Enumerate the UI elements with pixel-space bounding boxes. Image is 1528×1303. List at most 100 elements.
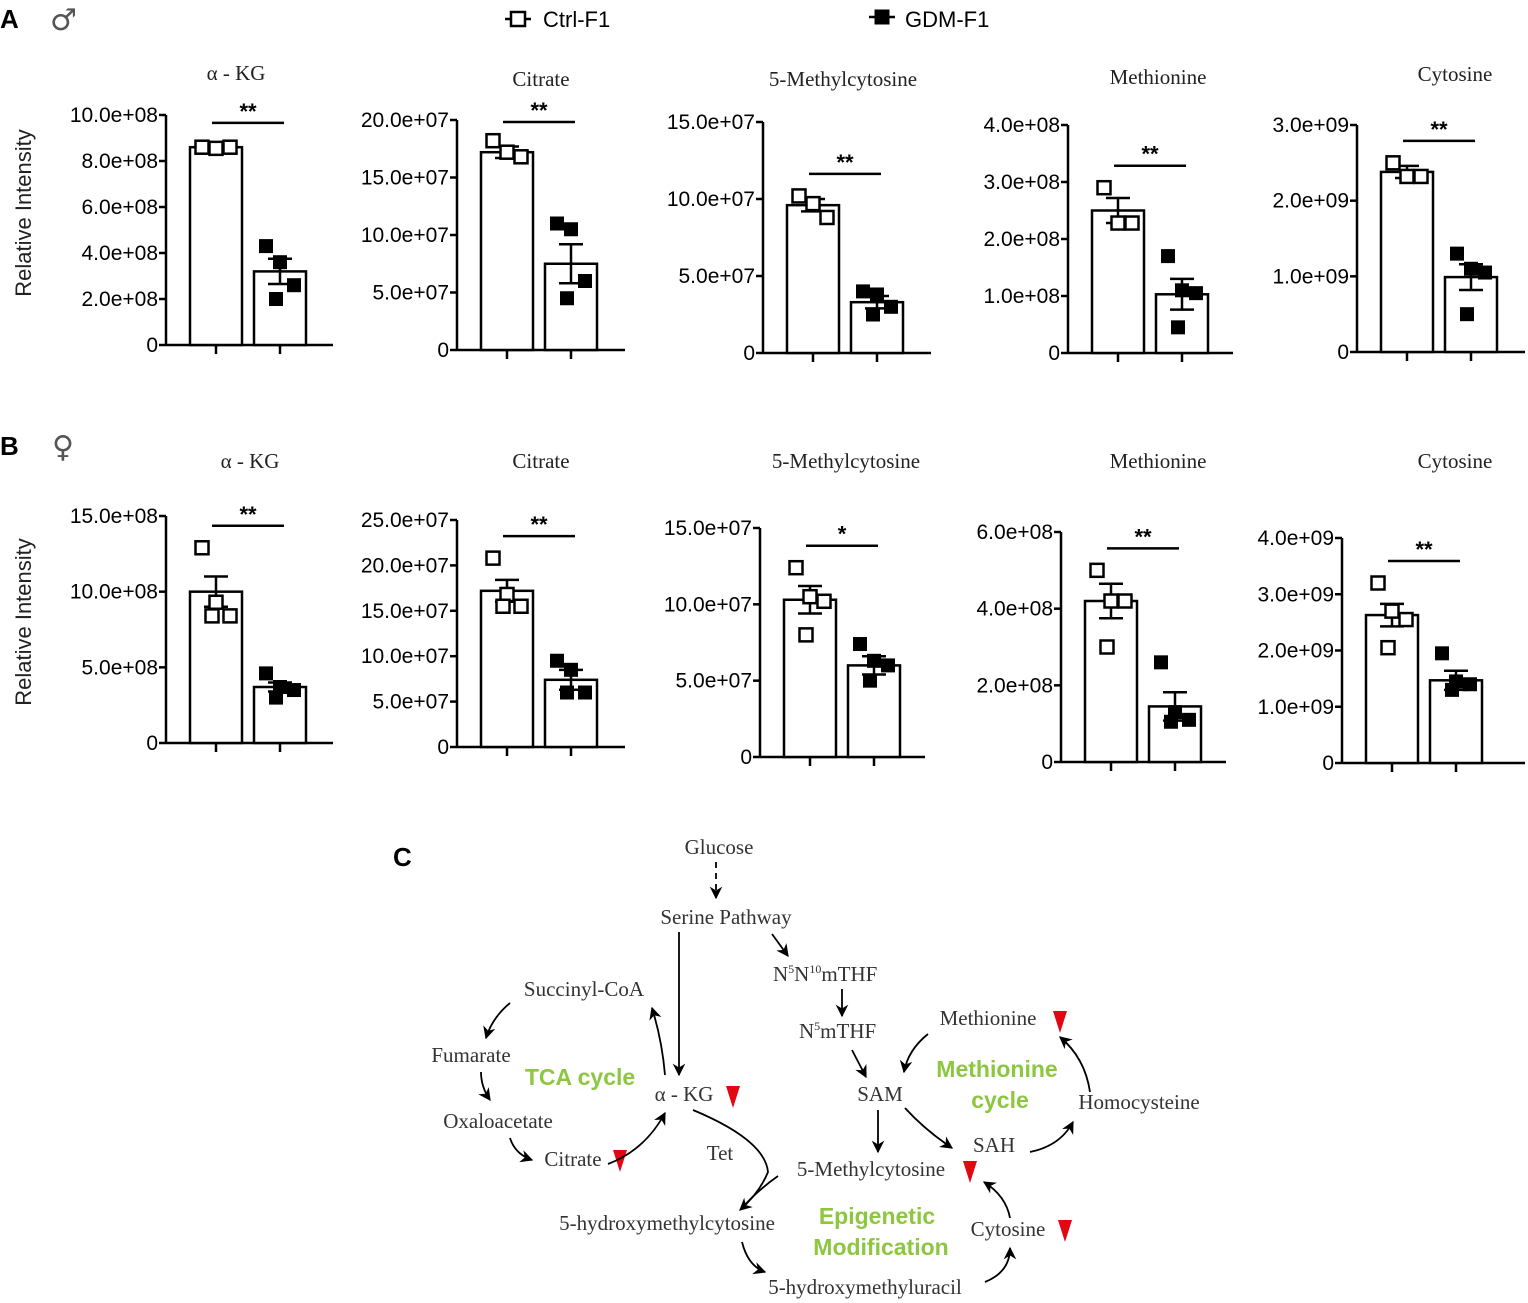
arrow-akg-succinylcoa — [649, 1006, 666, 1076]
significance-label: ** — [1134, 524, 1152, 549]
data-point-ctrl — [222, 608, 238, 624]
node-citrate: Citrate — [544, 1147, 601, 1171]
bar-ctrl — [479, 150, 535, 352]
y-tick-label: 10.0e+07 — [361, 224, 449, 247]
y-tick-label: 20.0e+07 — [361, 109, 449, 132]
y-tick-label: 4.0e+09 — [1258, 527, 1335, 550]
data-point-ctrl — [1385, 155, 1401, 171]
y-tick-label: 3.0e+09 — [1258, 583, 1335, 606]
data-point-ctrl — [1096, 179, 1112, 196]
y-tick-label: 3.0e+08 — [984, 171, 1061, 194]
data-point-ctrl — [1413, 168, 1429, 185]
decrease-marker-methionine — [1053, 1011, 1067, 1033]
panel-letter-b: B — [0, 431, 19, 461]
y-tick-label: 4.0e+08 — [82, 242, 159, 265]
data-point-ctrl — [194, 139, 210, 155]
arrow-oxaloacetate-citrate — [509, 1137, 534, 1163]
y-tick-label: 0 — [743, 342, 755, 365]
y-tick-label: 15.0e+08 — [70, 505, 158, 528]
label-epigenetic-line2: Modification — [813, 1234, 948, 1260]
y-tick-label: 4.0e+08 — [977, 598, 1054, 621]
decrease-marker-5-methylcytosine — [963, 1161, 977, 1183]
node-homocysteine: Homocysteine — [1078, 1090, 1199, 1114]
node-5-hydroxymethyluracil: 5-hydroxymethyluracil — [768, 1275, 962, 1299]
bar-ctrl — [1364, 613, 1420, 765]
y-tick-label: 0 — [1041, 751, 1053, 774]
data-point-ctrl — [1117, 593, 1133, 609]
data-point-ctrl — [222, 139, 238, 155]
y-tick-label: 10.0e+08 — [70, 581, 158, 604]
data-point-gdm — [287, 683, 301, 698]
data-point-gdm — [259, 239, 273, 254]
legend-ctrl-marker — [509, 10, 527, 28]
bar-chart-a-3: 5-Methylcytosine05.0e+0710.0e+0715.0e+07… — [667, 67, 931, 365]
y-tick-label: 5.0e+07 — [373, 282, 450, 305]
data-point-gdm — [287, 278, 301, 293]
panel-letter-c: C — [393, 842, 412, 872]
arrow-succinylcoa-fumarate — [483, 1002, 511, 1040]
y-tick-label: 2.0e+08 — [977, 674, 1054, 697]
y-tick-label: 0 — [146, 334, 158, 357]
node-methionine: Methionine — [940, 1006, 1037, 1030]
data-point-ctrl — [1099, 639, 1115, 655]
arrow-fumarate-oxaloacetate — [478, 1071, 491, 1102]
y-tick-label: 5.0e+07 — [373, 691, 450, 714]
label-tca-cycle: TCA cycle — [525, 1064, 635, 1090]
data-point-ctrl — [1380, 639, 1396, 656]
y-tick-label: 8.0e+08 — [82, 150, 159, 173]
y-tick-label: 15.0e+07 — [361, 167, 449, 190]
bar-chart-a-2: Citrate05.0e+0710.0e+0715.0e+0720.0e+07*… — [361, 67, 625, 362]
y-axis-label-a: Relative Intensity — [11, 129, 36, 297]
node-n5mthf: N5mTHF — [799, 1019, 876, 1043]
data-point-ctrl — [1399, 168, 1415, 185]
chart-title: Methionine — [1110, 449, 1207, 473]
y-tick-label: 5.0e+07 — [676, 670, 753, 693]
data-point-ctrl — [495, 598, 511, 615]
significance-label: ** — [1415, 537, 1433, 562]
data-point-gdm — [1154, 655, 1168, 670]
female-symbol: ♀ — [52, 430, 74, 465]
significance-label: ** — [1430, 117, 1448, 142]
decrease-marker-alpha-kg — [726, 1086, 740, 1108]
chart-title: Cytosine — [1418, 449, 1493, 473]
y-tick-label: 2.0e+08 — [82, 288, 159, 311]
y-tick-label: 0 — [146, 732, 158, 755]
bar-chart-a-4: Methionine01.0e+082.0e+083.0e+084.0e+08*… — [984, 65, 1233, 365]
data-point-ctrl — [194, 540, 210, 556]
significance-label: * — [838, 522, 847, 547]
arrow-methionine-sam — [899, 1033, 929, 1074]
node-tet: Tet — [707, 1141, 734, 1165]
data-point-gdm — [1164, 714, 1178, 729]
node-alpha-kg: α - KG — [655, 1082, 714, 1106]
decrease-marker-cytosine — [1058, 1220, 1072, 1242]
y-tick-label: 0 — [437, 736, 449, 759]
y-tick-label: 1.0e+08 — [984, 285, 1061, 308]
node-serine-pathway: Serine Pathway — [660, 905, 792, 929]
arrow-homocysteine-methionine — [1059, 1036, 1091, 1093]
y-tick-label: 6.0e+08 — [977, 521, 1054, 544]
node-5-methylcytosine: 5-Methylcytosine — [797, 1157, 945, 1181]
data-point-gdm — [1175, 283, 1189, 298]
arrow-5hmu-cytosine — [984, 1246, 1017, 1283]
y-tick-label: 2.0e+08 — [984, 228, 1061, 251]
y-tick-label: 2.0e+09 — [1273, 190, 1350, 213]
data-point-gdm — [259, 666, 273, 681]
bar-ctrl — [1379, 170, 1435, 354]
arrow-serine-mthf — [771, 933, 789, 958]
y-tick-label: 3.0e+09 — [1273, 114, 1350, 137]
panel-letter-a: A — [0, 4, 19, 34]
data-point-ctrl — [485, 132, 501, 149]
arrow-5hmc-5hmu — [741, 1241, 767, 1275]
significance-label: ** — [530, 512, 548, 537]
data-point-gdm — [1464, 261, 1478, 276]
data-point-ctrl — [1089, 562, 1105, 579]
data-point-gdm — [881, 658, 895, 673]
node-oxaloacetate: Oxaloacetate — [443, 1109, 553, 1133]
significance-label: ** — [836, 150, 854, 175]
data-point-gdm — [1463, 677, 1477, 692]
data-point-gdm — [856, 284, 870, 299]
data-point-ctrl — [1398, 611, 1414, 628]
